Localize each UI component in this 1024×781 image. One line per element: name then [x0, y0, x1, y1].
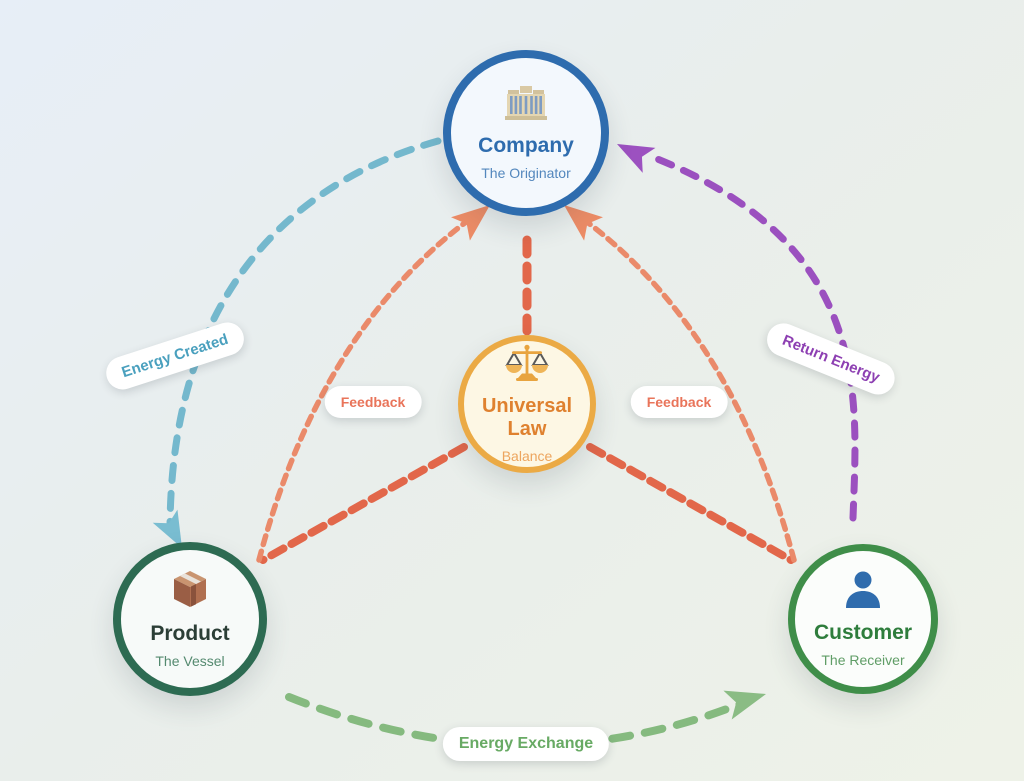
edge-return-energy [651, 154, 859, 522]
node-label: Company [478, 133, 574, 157]
node-sublabel: The Originator [481, 164, 571, 181]
node-universal-law: Universal Law Balance [458, 335, 596, 473]
arrowhead-return-energy [617, 144, 656, 173]
arrowhead-energy-exchange [723, 690, 766, 720]
node-product: Product The Vessel [113, 542, 267, 696]
building-icon [503, 85, 549, 126]
edge-feedback-product [256, 216, 473, 563]
edge-balance-product [259, 443, 468, 564]
node-sublabel: The Receiver [821, 651, 905, 668]
edge-balance-customer [586, 443, 795, 564]
edge-label-energy-exchange: Energy Exchange [442, 727, 610, 761]
node-label: Universal Law [481, 394, 573, 440]
arrowhead-feedback-product [451, 205, 490, 241]
edge-label-feedback-product: Feedback [324, 386, 422, 418]
node-label: Product [150, 621, 230, 645]
package-icon [170, 569, 210, 614]
edge-feedback-customer [580, 216, 797, 563]
person-icon [843, 570, 883, 613]
arrowhead-feedback-customer [564, 205, 603, 241]
scales-icon [503, 344, 551, 387]
edge-energy-created [166, 137, 442, 530]
node-sublabel: Balance [501, 447, 553, 464]
edge-label-feedback-customer: Feedback [630, 386, 728, 418]
node-customer: Customer The Receiver [788, 544, 938, 694]
node-sublabel: The Vessel [155, 652, 225, 669]
node-label: Customer [813, 620, 913, 644]
node-company: Company The Originator [443, 50, 609, 216]
arrowhead-energy-created [152, 509, 182, 548]
